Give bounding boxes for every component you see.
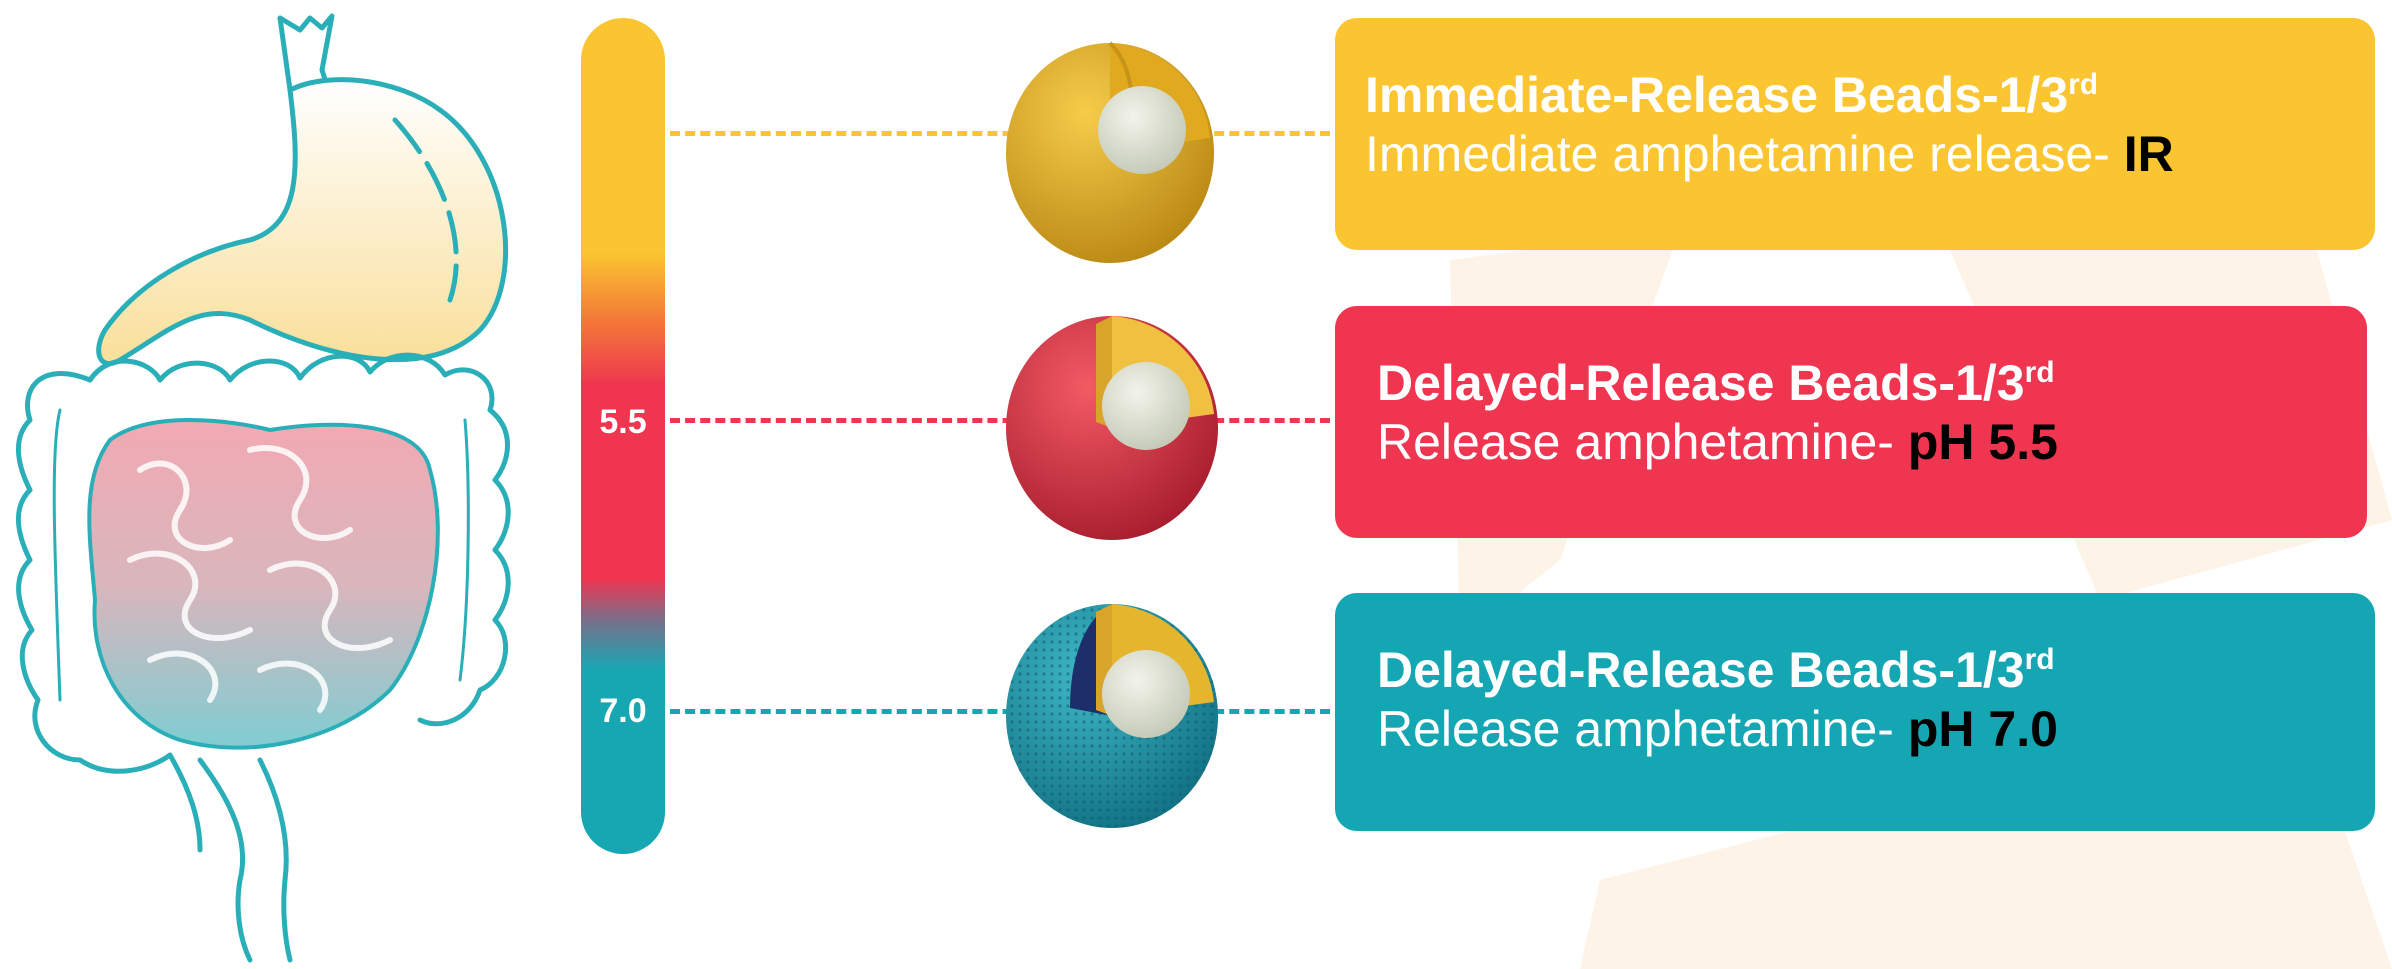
dr-ph70-bead-box: Delayed-Release Beads-1/3rd Release amph… — [1335, 593, 2375, 831]
ph55-emphasis: pH 5.5 — [1907, 414, 2058, 470]
dr-ph70-bead-title: Delayed-Release Beads-1/3rd — [1377, 642, 2055, 698]
dr-ph55-bead-title: Delayed-Release Beads-1/3rd — [1377, 355, 2055, 411]
bead-red-coating-cutaway-icon — [1006, 316, 1218, 540]
dr-ph70-bead-description: Release amphetamine- pH 7.0 — [1377, 701, 2058, 757]
ir-bead-description: Immediate amphetamine release- IR — [1365, 126, 2174, 182]
connector-ph70 — [670, 709, 1330, 714]
bead-yellow-coating-cutaway-icon — [1006, 41, 1214, 263]
ph70-emphasis: pH 7.0 — [1907, 701, 2058, 757]
digestive-tract-icon — [15, 13, 511, 963]
ph-label-7-0: 7.0 — [599, 692, 647, 730]
ir-emphasis: IR — [2123, 126, 2174, 182]
bead-teal-coating-cutaway-icon — [1006, 604, 1218, 828]
ph-label-5-5: 5.5 — [599, 403, 647, 441]
connector-ir — [670, 131, 1330, 136]
ir-bead-box: Immediate-Release Beads-1/3rd Immediate … — [1335, 18, 2375, 250]
ir-bead-title: Immediate-Release Beads-1/3rd — [1365, 67, 2099, 123]
dr-ph55-bead-description: Release amphetamine- pH 5.5 — [1377, 414, 2058, 470]
dr-ph55-bead-box: Delayed-Release Beads-1/3rd Release amph… — [1335, 306, 2367, 538]
connector-ph55 — [670, 418, 1330, 423]
ph-gradient-bar — [581, 18, 665, 854]
